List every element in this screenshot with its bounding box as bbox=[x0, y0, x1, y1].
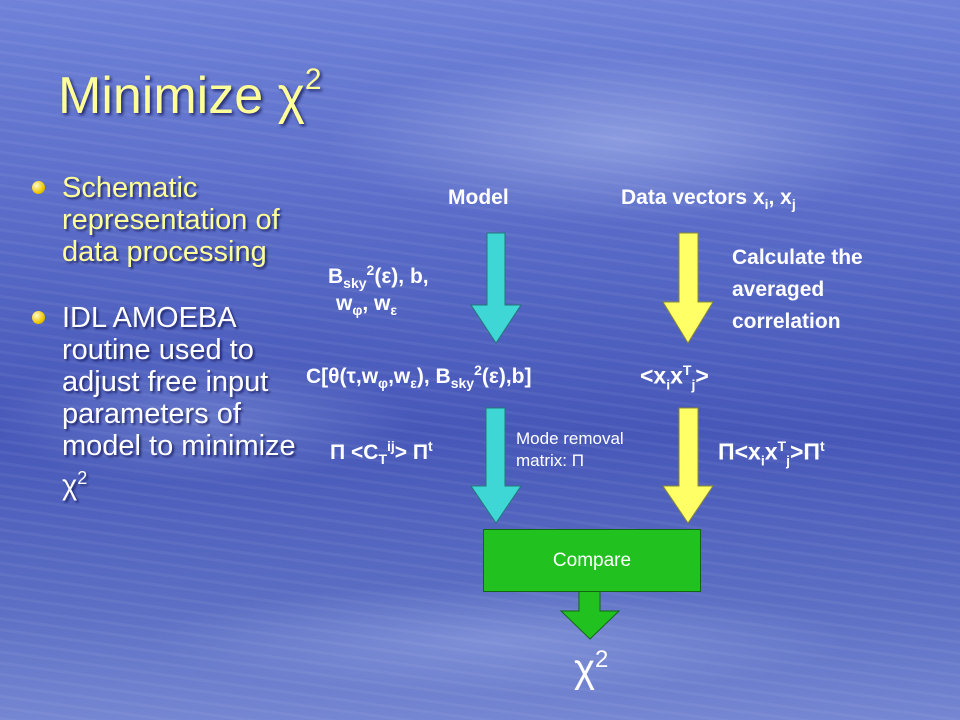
bullet-item: Schematic representation of data process… bbox=[30, 172, 300, 268]
bullet-list: Schematic representation of data process… bbox=[30, 172, 300, 536]
bullet-item: IDL AMOEBA routine used to adjust free i… bbox=[30, 302, 300, 502]
chi-symbol: χ bbox=[277, 67, 305, 125]
mode-removal-text: Mode removal matrix: Π bbox=[516, 429, 624, 470]
arrow-compare-result bbox=[559, 590, 621, 640]
projected-model-expression: Π <CTij> Πt bbox=[330, 438, 433, 468]
data-vectors-label: Data vectors xi, xj bbox=[621, 186, 796, 213]
projected-data-expression: Π<xixTj>Πt bbox=[718, 438, 825, 469]
bullet-dot-icon bbox=[32, 181, 45, 194]
model-label: Model bbox=[448, 186, 509, 209]
data-correlation-expression: <xixTj> bbox=[640, 362, 709, 393]
slide-title: Minimize χ2 bbox=[58, 62, 322, 125]
arrow-data-compare bbox=[662, 407, 714, 524]
compare-box: Compare bbox=[483, 529, 701, 592]
chi-squared-result: χ2 bbox=[574, 646, 609, 691]
arrow-data-down bbox=[662, 232, 714, 344]
bullet-dot-icon bbox=[32, 311, 45, 324]
model-correlation-expression: C[θ(τ,wφ,wε), Bsky2(ε),b] bbox=[306, 362, 532, 392]
arrow-model-compare bbox=[470, 407, 522, 524]
params-line1: Bsky2(ε), b, bbox=[328, 262, 429, 292]
arrow-model-down bbox=[470, 232, 522, 344]
calc-correlation-text: Calculate the averaged correlation bbox=[732, 246, 863, 333]
params-line2: wφ, wε bbox=[336, 292, 398, 319]
